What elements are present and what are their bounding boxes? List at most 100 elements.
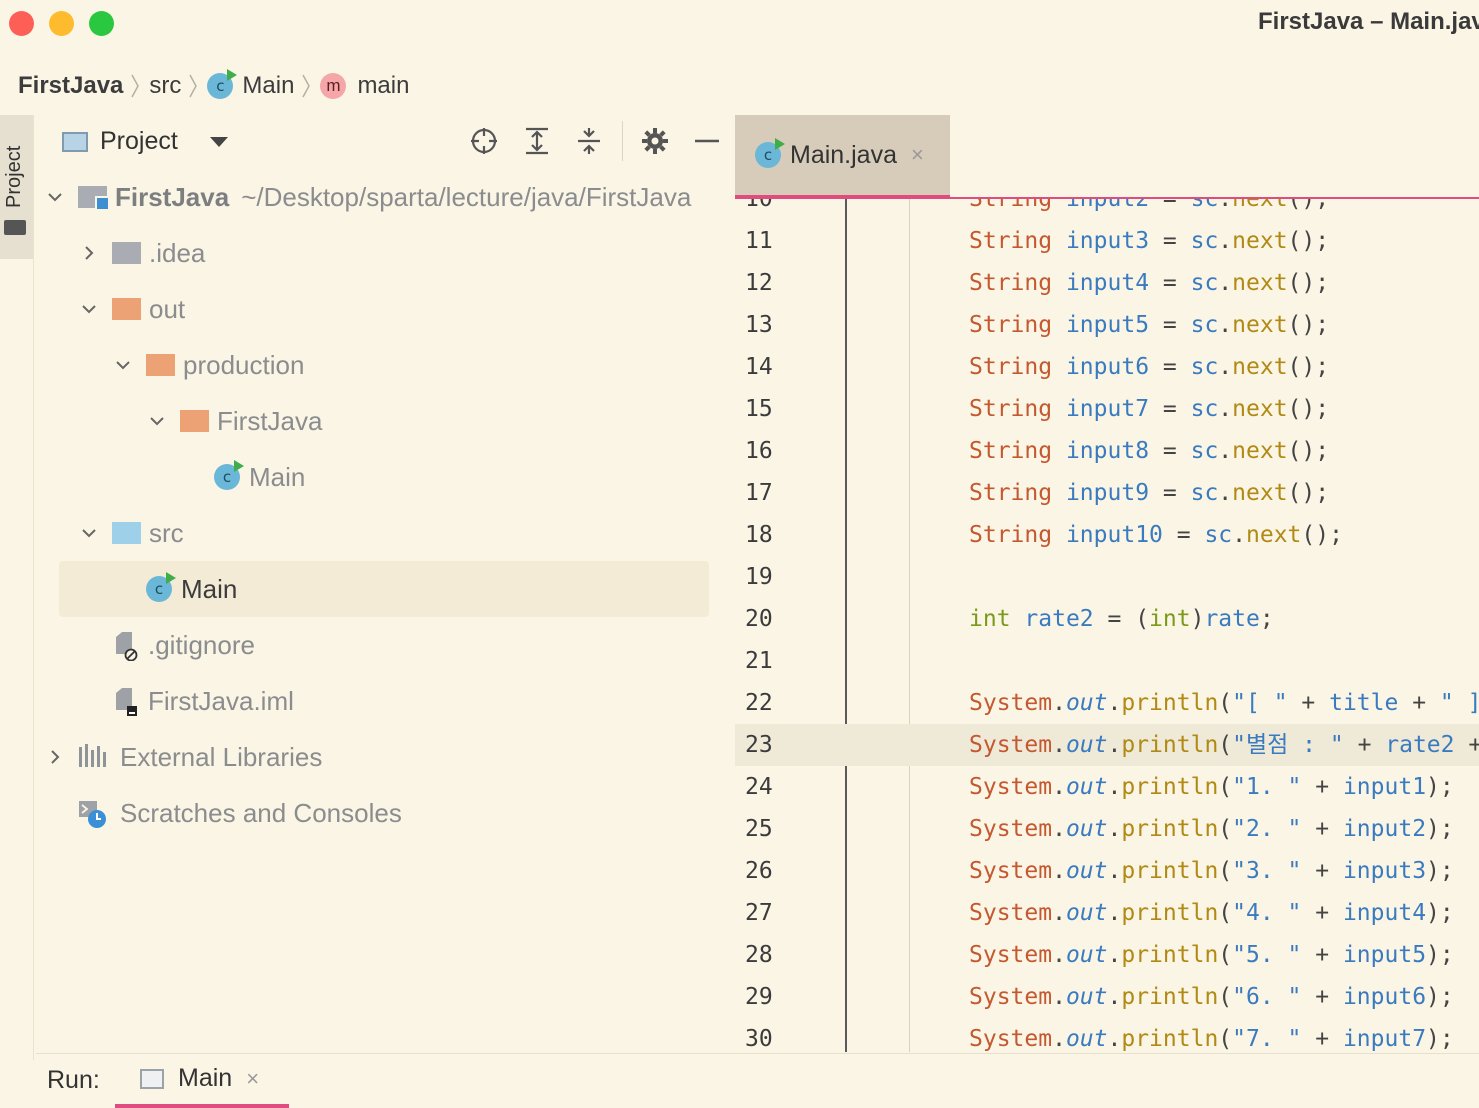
code-text: System.out.println("[ " + title + " ] [969,690,1479,716]
hide-panel-icon[interactable] [691,125,723,157]
toolbar-divider [622,121,623,161]
breadcrumb-item-method[interactable]: m main [320,72,409,100]
tab-bar-accent-line [950,197,1479,199]
code-line[interactable]: 20 int rate2 = (int)rate; [735,598,1479,640]
editor-tab-bar: c Main.java × [735,115,1479,199]
code-line[interactable]: 19 [735,556,1479,598]
method-icon: m [320,73,347,99]
code-text: String input9 = sc.next(); [969,480,1330,506]
tree-item-gitignore[interactable]: .gitignore [114,617,255,673]
project-view-icon [62,131,88,152]
folder-icon [146,354,175,376]
project-view-selector[interactable]: Project [62,127,228,156]
expand-all-icon[interactable] [521,125,553,157]
minimize-window-button[interactable] [49,11,74,36]
editor-tab-main-java[interactable]: c Main.java × [735,115,950,195]
gitignore-file-icon [114,631,138,662]
code-text: System.out.println("4. " + input4); [969,900,1454,926]
code-text: System.out.println("6. " + input6); [969,984,1454,1010]
tree-item-project-root[interactable]: FirstJava ~/Desktop/sparta/lecture/java/… [44,169,691,225]
chevron-down-icon [44,186,66,208]
line-number: 15 [745,396,773,422]
tree-item-scratches[interactable]: Scratches and Consoles [78,785,402,841]
active-run-tab-indicator [115,1104,289,1108]
dropdown-arrow-icon [209,136,228,147]
code-text: System.out.println("5. " + input5); [969,942,1454,968]
class-icon: c [214,460,244,490]
code-line[interactable]: 29 System.out.println("6. " + input6); [735,976,1479,1018]
code-line[interactable]: 28 System.out.println("5. " + input5); [735,934,1479,976]
run-tool-window-bar: Run: Main × [36,1053,1479,1108]
line-number: 24 [745,774,773,800]
tree-item-main-class-src[interactable]: c Main [59,561,709,617]
scratches-icon [78,799,108,828]
chevron-down-icon [78,522,100,544]
code-text: System.out.println("3. " + input3); [969,858,1454,884]
tree-item-iml[interactable]: FirstJava.iml [114,673,294,729]
breadcrumb-item-class[interactable]: c Main [207,69,294,100]
left-tool-stripe [0,115,34,1060]
code-line[interactable]: 26 System.out.println("3. " + input3); [735,850,1479,892]
window-title: FirstJava – Main.java [1258,8,1479,35]
folder-icon [112,522,141,544]
zoom-window-button[interactable] [89,11,114,36]
locate-icon[interactable] [468,125,500,157]
code-text: String input10 = sc.next(); [969,522,1343,548]
chevron-right-icon [78,242,100,264]
tree-item-firstjava-output[interactable]: FirstJava [146,393,322,449]
code-text: int rate2 = (int)rate; [969,606,1274,632]
code-text: System.out.println("2. " + input2); [969,816,1454,842]
chevron-down-icon [78,298,100,320]
code-line[interactable]: 21 [735,640,1479,682]
line-number: 17 [745,480,773,506]
tree-item-production[interactable]: production [112,337,304,393]
tree-item-src[interactable]: src [78,505,184,561]
run-tab-main[interactable]: Main × [140,1064,259,1093]
close-tab-icon[interactable]: × [246,1065,260,1091]
tree-item-idea[interactable]: .idea [78,225,205,281]
folder-icon [112,242,141,264]
class-icon: c [146,572,176,602]
line-number: 28 [745,942,773,968]
code-text: System.out.println("별점 : " + rate2 + [969,732,1479,758]
chevron-right-icon [131,74,140,98]
project-tool-window-button[interactable] [0,115,33,259]
code-text: String input3 = sc.next(); [969,228,1330,254]
line-number: 14 [745,354,773,380]
line-number: 26 [745,858,773,884]
folder-icon [180,410,209,432]
tree-item-main-class-output[interactable]: c Main [214,449,305,505]
line-number: 20 [745,606,773,632]
line-number: 29 [745,984,773,1010]
tree-item-external-libraries[interactable]: External Libraries [44,729,322,785]
close-tab-icon[interactable]: × [911,142,924,167]
line-number: 16 [745,438,773,464]
project-panel-header: Project [36,115,734,167]
collapse-all-icon[interactable] [573,125,605,157]
breadcrumb-item-src[interactable]: src [149,72,182,99]
gear-icon[interactable] [639,125,671,157]
code-text: String input4 = sc.next(); [969,270,1330,296]
gutter-separator [845,199,847,1052]
breadcrumb-item-project[interactable]: FirstJava [18,72,124,99]
tree-item-out[interactable]: out [78,281,185,337]
close-window-button[interactable] [9,11,34,36]
class-icon: c [207,69,238,99]
active-tab-indicator [735,195,950,199]
code-line[interactable]: 17 String input9 = sc.next(); [735,472,1479,514]
